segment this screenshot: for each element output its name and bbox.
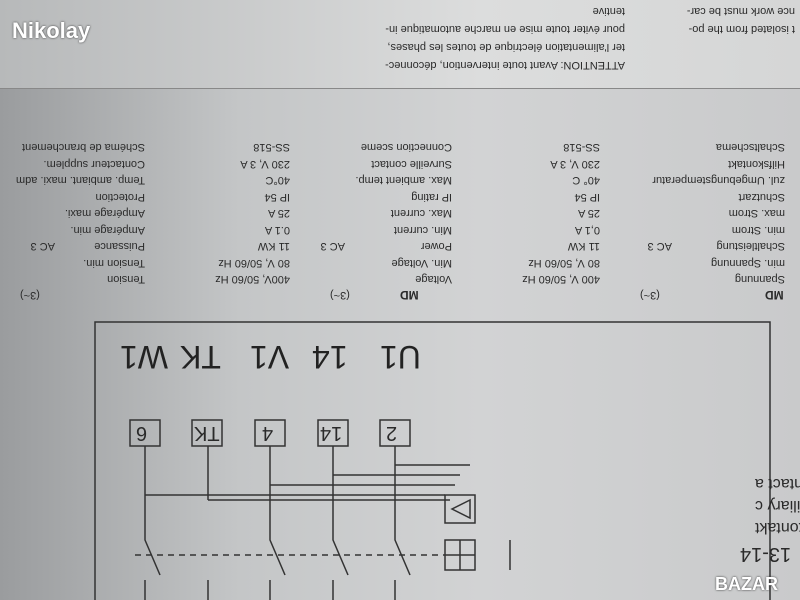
label-14: 14 (312, 339, 348, 375)
folded-notice-sheet (0, 0, 800, 89)
label-tk: TK (180, 339, 221, 375)
aux-fr: Contact a (755, 475, 800, 492)
label-v1: V1 (250, 339, 290, 375)
terminal-tk: TK (194, 422, 220, 444)
watermark-site: BAZAR (715, 574, 778, 594)
watermark-user: Nikolay (12, 18, 91, 43)
terminal-14: 14 (320, 422, 343, 444)
terminal-4: 4 (262, 422, 274, 444)
terminal-2: 2 (386, 422, 398, 444)
aux-de: Hilfskontakt (755, 519, 800, 536)
terminal-6: 6 (136, 422, 148, 444)
label-w1: W1 (120, 339, 168, 375)
aux-13-14: 13-14 (740, 543, 792, 565)
label-u1: U1 (380, 339, 421, 375)
aux-en: Auxiliary c (755, 497, 800, 514)
